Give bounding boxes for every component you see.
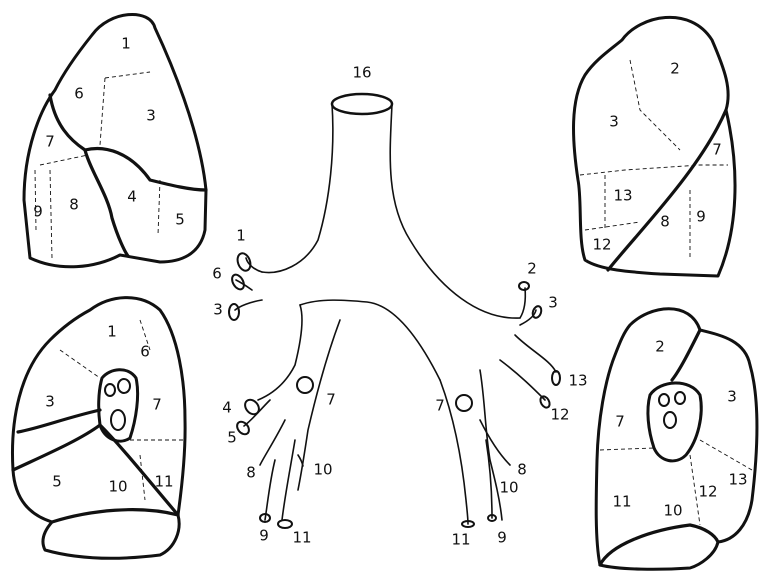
- right-lung-oblique-fissure: [50, 95, 206, 190]
- rb-label-5: 5: [227, 429, 237, 447]
- lb-label-13: 13: [568, 372, 587, 390]
- ll-bottom-label-2: 2: [655, 338, 665, 356]
- carina: [300, 300, 440, 380]
- rl-top-label-6: 6: [74, 85, 84, 103]
- trachea-opening: [332, 94, 392, 114]
- rb-label-7: 7: [326, 391, 336, 409]
- left-hilum: [648, 383, 701, 461]
- ll-bottom-label-3: 3: [727, 388, 737, 406]
- ll-bottom-label-7: 7: [615, 413, 625, 431]
- lb-label-11: 11: [451, 531, 470, 549]
- right-lung-lateral: 1 6 3 7 9 8 4 5: [24, 14, 206, 266]
- ll-top-label-8: 8: [660, 213, 670, 231]
- right-lung-medial-oblique-fissure: [13, 425, 178, 515]
- rl-top-label-7: 7: [45, 133, 55, 151]
- left-lung-medial: 2 3 7 11 10 12 13: [596, 309, 757, 569]
- rl-top-label-8: 8: [69, 196, 79, 214]
- trachea-right-wall: [390, 104, 520, 318]
- lb-label-2: 2: [527, 260, 537, 278]
- ll-top-label-7: 7: [712, 141, 722, 159]
- lb-label-10: 10: [499, 479, 518, 497]
- rb-label-4: 4: [222, 399, 232, 417]
- rb-label-11: 11: [292, 529, 311, 547]
- rl-bottom-label-5: 5: [52, 473, 62, 491]
- ll-top-label-3: 3: [609, 113, 619, 131]
- ll-bottom-label-12: 12: [698, 483, 717, 501]
- rl-top-label-4: 4: [127, 188, 137, 206]
- rb-label-8: 8: [246, 464, 256, 482]
- rl-top-label-1: 1: [121, 35, 131, 53]
- trachea-left-wall: [262, 104, 333, 273]
- ll-bottom-label-13: 13: [728, 471, 747, 489]
- rl-bottom-label-1: 1: [107, 323, 117, 341]
- rb-label-9: 9: [259, 527, 269, 545]
- rl-bottom-label-10: 10: [108, 478, 127, 496]
- ll-top-label-13: 13: [613, 187, 632, 205]
- rl-bottom-label-11: 11: [154, 473, 173, 491]
- lb-label-3: 3: [548, 294, 558, 312]
- lb-label-9: 9: [497, 529, 507, 547]
- left-lung-medial-oblique-fissure: [672, 330, 700, 380]
- rl-top-label-5: 5: [175, 211, 185, 229]
- left-lung-medial-diaphragm: [600, 525, 718, 565]
- rl-bottom-label-7: 7: [152, 396, 162, 414]
- right-lung-medial-horizontal-fissure: [18, 410, 100, 432]
- lb-label-7: 7: [435, 397, 445, 415]
- ll-bottom-label-11: 11: [612, 493, 631, 511]
- trachea-label-16: 16: [352, 64, 371, 82]
- ll-top-label-12: 12: [592, 236, 611, 254]
- rb-label-3: 3: [213, 301, 223, 319]
- rl-bottom-label-6: 6: [140, 343, 150, 361]
- right-lung-medial: 1 6 3 7 5 10 11: [12, 298, 185, 559]
- lb-label-8: 8: [517, 461, 527, 479]
- right-lung-diaphragm-line: [52, 510, 178, 522]
- rl-bottom-label-3: 3: [45, 393, 55, 411]
- rb-label-6: 6: [212, 265, 222, 283]
- bronchial-tree: 16 1 6 3 4 5 7 8 10 9 11 2 3 13 12 7 8 1…: [212, 64, 587, 549]
- rl-top-label-9: 9: [33, 203, 43, 221]
- ll-bottom-label-10: 10: [663, 502, 682, 520]
- ll-top-label-2: 2: [670, 60, 680, 78]
- left-lung-lateral: 2 3 7 13 8 9 12: [574, 17, 736, 276]
- rl-top-label-3: 3: [146, 107, 156, 125]
- rb-label-10: 10: [313, 461, 332, 479]
- rb-label-1: 1: [236, 227, 246, 245]
- lb-label-12: 12: [550, 406, 569, 424]
- right-lung-horizontal-fissure: [85, 150, 128, 256]
- left-lung-medial-outline: [596, 309, 757, 569]
- ll-top-label-9: 9: [696, 208, 706, 226]
